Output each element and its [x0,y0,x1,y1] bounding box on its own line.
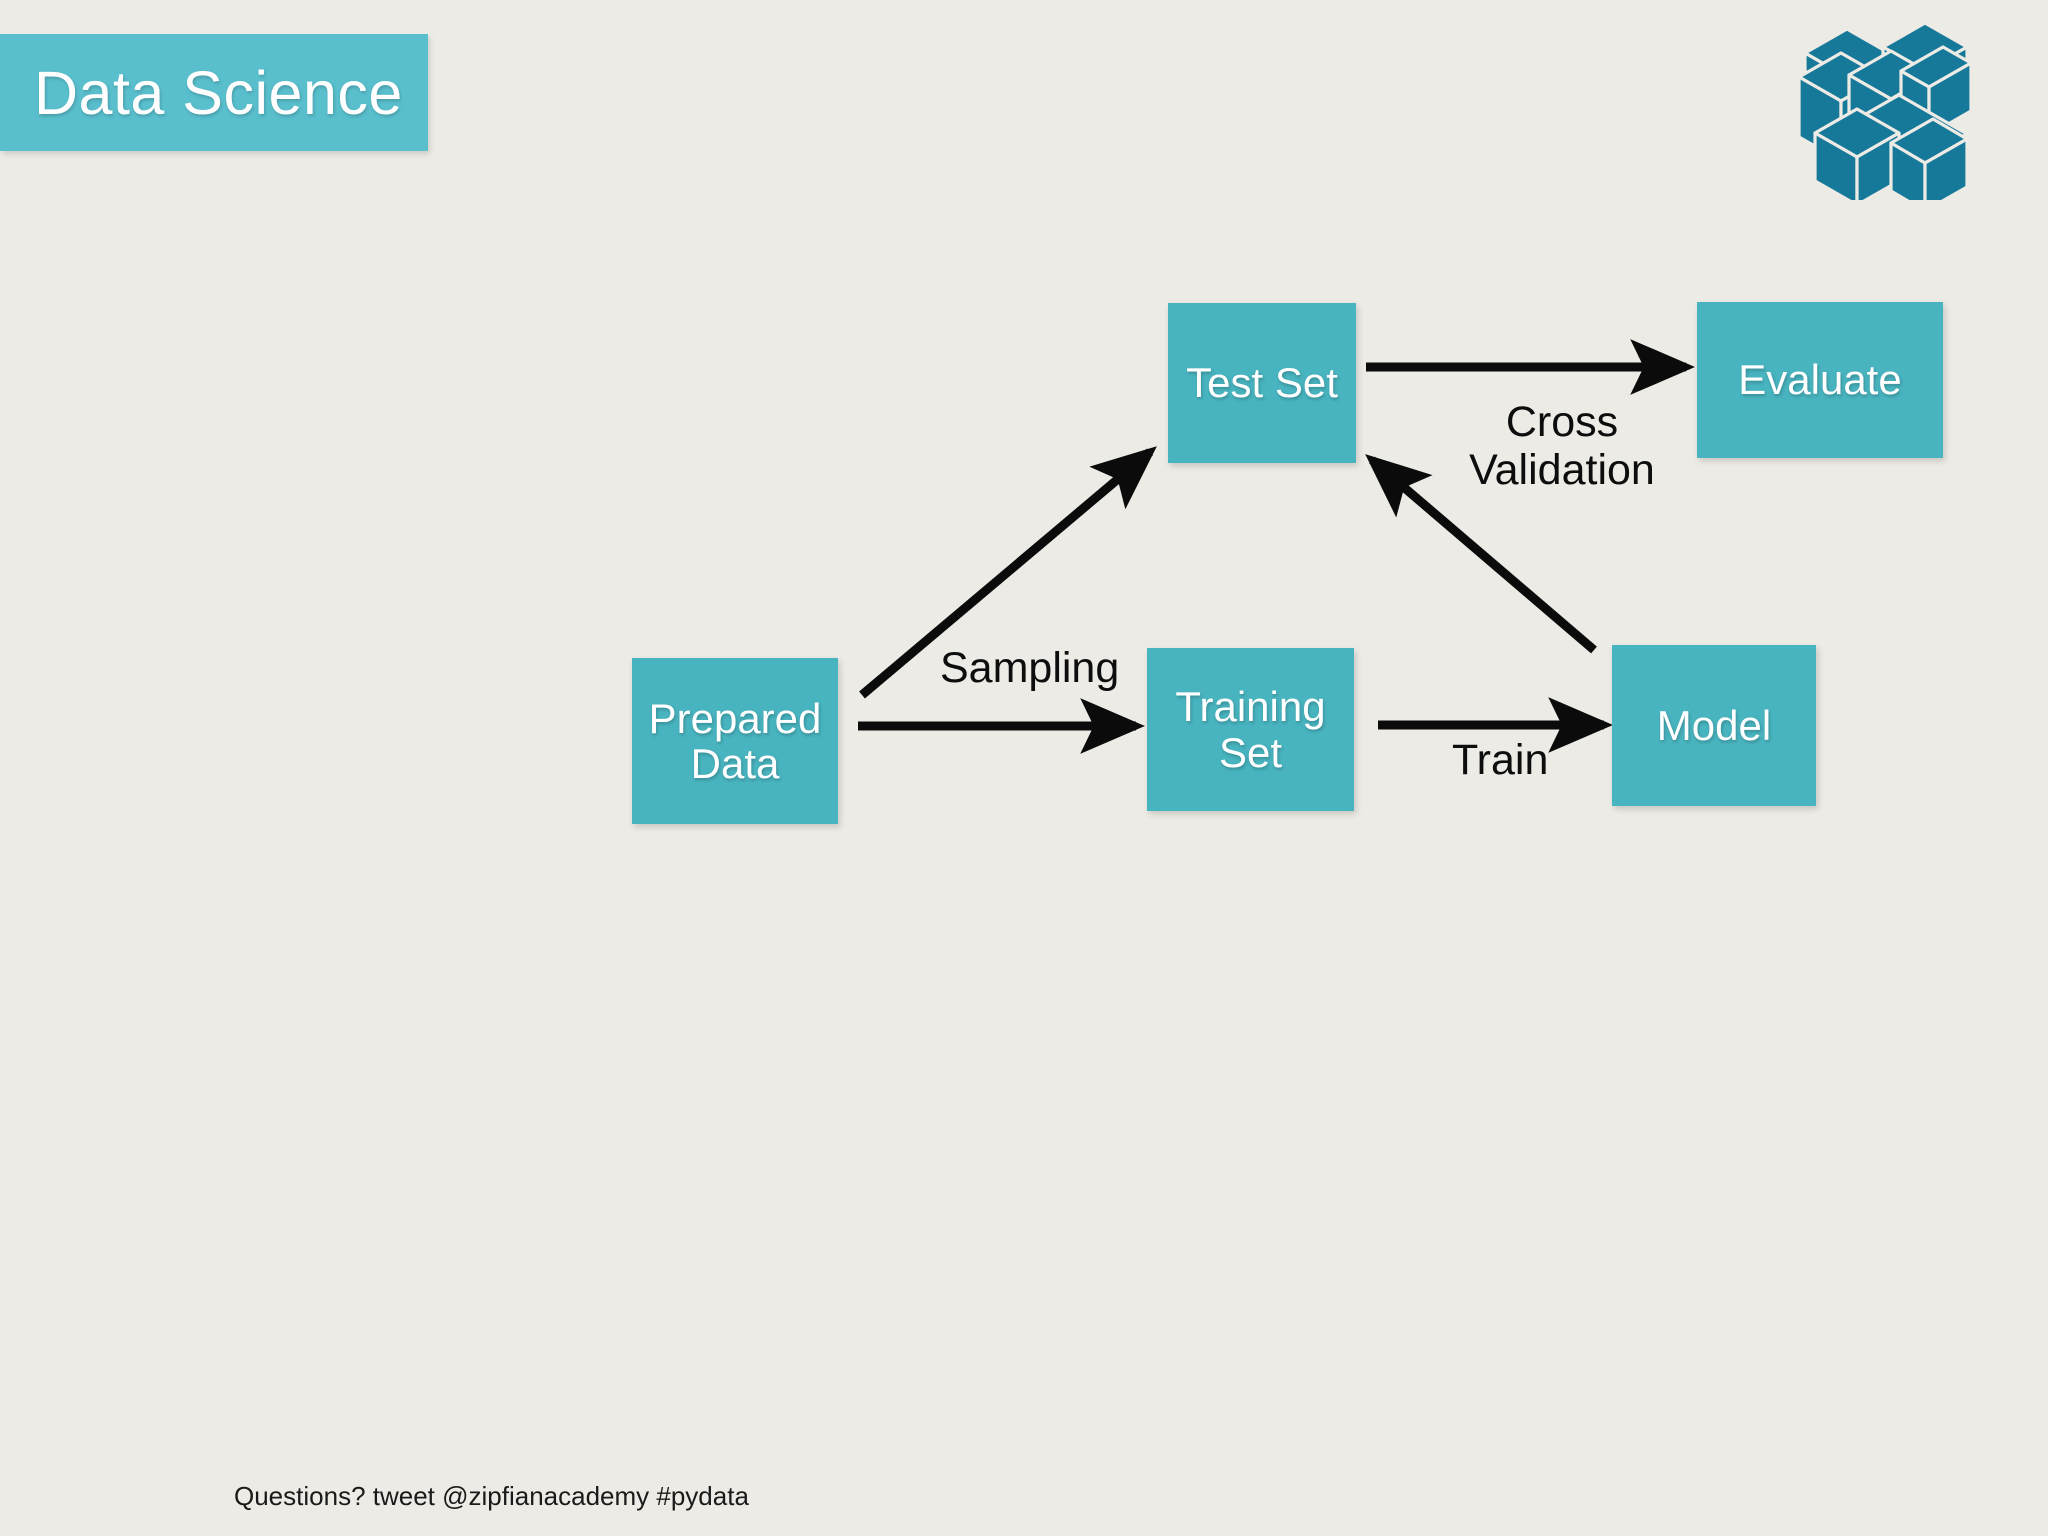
slide-title-bar: Data Science [0,34,428,151]
page-title: Data Science [34,58,403,127]
edge-label-train: Train [1452,736,1549,784]
node-training-set[interactable]: Training Set [1147,648,1354,811]
edge-label-sampling: Sampling [940,644,1120,692]
node-prepared-data-label: Prepared Data [648,694,822,787]
node-model-label: Model [1656,701,1772,749]
node-training-set-label: Training Set [1175,683,1326,776]
node-evaluate[interactable]: Evaluate [1697,302,1943,458]
node-evaluate-label: Evaluate [1738,356,1902,404]
node-prepared-data[interactable]: Prepared Data [632,658,838,824]
pydata-logo-icon [1795,15,1975,200]
node-test-set-label: Test Set [1186,359,1338,407]
footer-text: Questions? tweet @zipfianacademy #pydata [234,1481,749,1511]
edge-label-cross-validation: Cross Validation [1469,398,1655,495]
node-test-set[interactable]: Test Set [1168,303,1356,463]
node-model[interactable]: Model [1612,645,1816,806]
